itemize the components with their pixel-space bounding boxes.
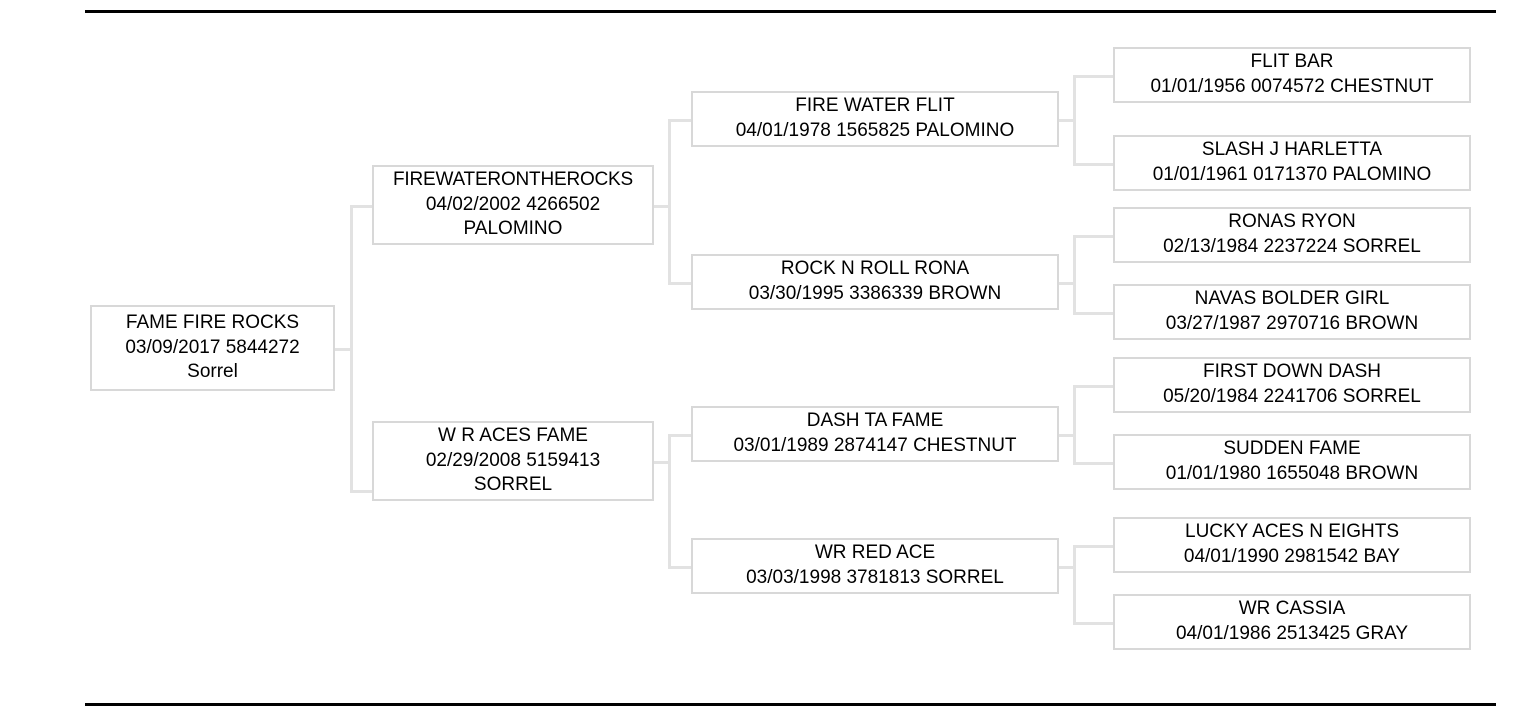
- pedigree-node-sire[interactable]: FIREWATERONTHEROCKS 04/02/2002 4266502 P…: [372, 165, 654, 245]
- connector-g3-4-stem: [1058, 566, 1076, 569]
- node-name: NAVAS BOLDER GIRL: [1194, 288, 1390, 310]
- pedigree-node-g4-2[interactable]: SLASH J HARLETTA 01/01/1961 0171370 PALO…: [1113, 135, 1471, 191]
- node-name: SUDDEN FAME: [1223, 438, 1361, 460]
- node-details-line2: 03/27/1987 2970716 BROWN: [1165, 313, 1419, 334]
- node-details-line2: 03/09/2017 5844272: [125, 336, 300, 358]
- connector-g3-1-to-a: [1073, 75, 1113, 78]
- connector-g3-1-stem: [1058, 119, 1076, 122]
- node-name: RONAS RYON: [1228, 211, 1356, 233]
- node-details-line3: Sorrel: [187, 361, 238, 383]
- node-details-line2: 03/01/1989 2874147 CHESTNUT: [733, 435, 1017, 456]
- connector-subject-bracket: [350, 205, 353, 493]
- pedigree-node-g4-8[interactable]: WR CASSIA 04/01/1986 2513425 GRAY: [1113, 594, 1471, 650]
- node-details-line2: 04/01/1990 2981542 BAY: [1183, 546, 1401, 567]
- connector-subject-to-sire: [350, 205, 375, 208]
- pedigree-node-g4-4[interactable]: NAVAS BOLDER GIRL 03/27/1987 2970716 BRO…: [1113, 284, 1471, 340]
- node-details-line3: PALOMINO: [463, 218, 563, 240]
- node-name: ROCK N ROLL RONA: [780, 258, 970, 280]
- connector-g3-4-to-b: [1073, 622, 1113, 625]
- connector-dam-stem: [653, 461, 671, 464]
- connector-g3-4-to-a: [1073, 545, 1113, 548]
- node-name: FIRE WATER FLIT: [795, 95, 955, 117]
- node-name: FAME FIRE ROCKS: [125, 311, 300, 333]
- node-name: WR CASSIA: [1238, 598, 1346, 620]
- pedigree-node-g3-2[interactable]: ROCK N ROLL RONA 03/30/1995 3386339 BROW…: [691, 254, 1059, 310]
- node-details-line2: 03/03/1998 3781813 SORREL: [746, 567, 1004, 588]
- connector-sire-stem: [653, 205, 671, 208]
- pedigree-node-g4-1[interactable]: FLIT BAR 01/01/1956 0074572 CHESTNUT: [1113, 47, 1471, 103]
- top-divider-rule: [85, 10, 1496, 13]
- connector-g3-2-to-a: [1073, 235, 1113, 238]
- pedigree-node-g4-3[interactable]: RONAS RYON 02/13/1984 2237224 SORREL: [1113, 207, 1471, 263]
- pedigree-node-g3-1[interactable]: FIRE WATER FLIT 04/01/1978 1565825 PALOM…: [691, 91, 1059, 147]
- node-name: W R ACES FAME: [438, 424, 588, 446]
- pedigree-node-g4-7[interactable]: LUCKY ACES N EIGHTS 04/01/1990 2981542 B…: [1113, 517, 1471, 573]
- node-details-line2: 03/30/1995 3386339 BROWN: [748, 283, 1002, 304]
- connector-dam-to-dd: [668, 566, 693, 569]
- node-name: LUCKY ACES N EIGHTS: [1185, 521, 1399, 543]
- connector-dam-to-ds: [668, 434, 693, 437]
- node-details-line2: 04/01/1986 2513425 GRAY: [1175, 623, 1409, 644]
- node-details-line2: 04/01/1978 1565825 PALOMINO: [735, 120, 1015, 141]
- connector-dam-bracket: [668, 434, 671, 569]
- node-details-line2: 05/20/1984 2241706 SORREL: [1163, 386, 1421, 407]
- connector-subject-to-dam: [350, 490, 375, 493]
- node-details-line2: 02/29/2008 5159413: [425, 449, 601, 471]
- node-name: FLIT BAR: [1250, 51, 1334, 73]
- connector-g3-3-stem: [1058, 434, 1076, 437]
- node-details-line2: 04/02/2002 4266502: [425, 193, 601, 215]
- connector-g3-2-bracket: [1073, 235, 1076, 315]
- connector-g3-4-bracket: [1073, 545, 1076, 625]
- connector-subject-stem: [335, 348, 353, 351]
- connector-g3-3-to-b: [1073, 462, 1113, 465]
- node-details-line2: 01/01/1980 1655048 BROWN: [1165, 463, 1419, 484]
- connector-sire-bracket: [668, 119, 671, 285]
- node-name: FIRST DOWN DASH: [1202, 361, 1382, 383]
- node-details-line3: SORREL: [473, 474, 553, 496]
- pedigree-node-g3-4[interactable]: WR RED ACE 03/03/1998 3781813 SORREL: [691, 538, 1059, 594]
- node-name: WR RED ACE: [814, 542, 936, 564]
- pedigree-node-g4-6[interactable]: SUDDEN FAME 01/01/1980 1655048 BROWN: [1113, 434, 1471, 490]
- pedigree-node-g4-5[interactable]: FIRST DOWN DASH 05/20/1984 2241706 SORRE…: [1113, 357, 1471, 413]
- pedigree-node-subject[interactable]: FAME FIRE ROCKS 03/09/2017 5844272 Sorre…: [90, 305, 335, 391]
- node-name: FIREWATERONTHEROCKS: [392, 168, 634, 190]
- connector-g3-3-to-a: [1073, 385, 1113, 388]
- connector-sire-to-sd: [668, 282, 693, 285]
- connector-g3-1-to-b: [1073, 163, 1113, 166]
- connector-g3-3-bracket: [1073, 385, 1076, 465]
- connector-g3-2-stem: [1058, 282, 1076, 285]
- node-details-line2: 02/13/1984 2237224 SORREL: [1163, 236, 1421, 257]
- pedigree-node-g3-3[interactable]: DASH TA FAME 03/01/1989 2874147 CHESTNUT: [691, 406, 1059, 462]
- node-name: SLASH J HARLETTA: [1201, 139, 1383, 161]
- node-name: DASH TA FAME: [806, 410, 944, 432]
- node-details-line2: 01/01/1961 0171370 PALOMINO: [1152, 164, 1432, 185]
- node-details-line2: 01/01/1956 0074572 CHESTNUT: [1150, 76, 1434, 97]
- pedigree-node-dam[interactable]: W R ACES FAME 02/29/2008 5159413 SORREL: [372, 421, 654, 501]
- connector-g3-1-bracket: [1073, 75, 1076, 166]
- connector-sire-to-ss: [668, 119, 693, 122]
- bottom-divider-rule: [85, 703, 1496, 706]
- connector-g3-2-to-b: [1073, 312, 1113, 315]
